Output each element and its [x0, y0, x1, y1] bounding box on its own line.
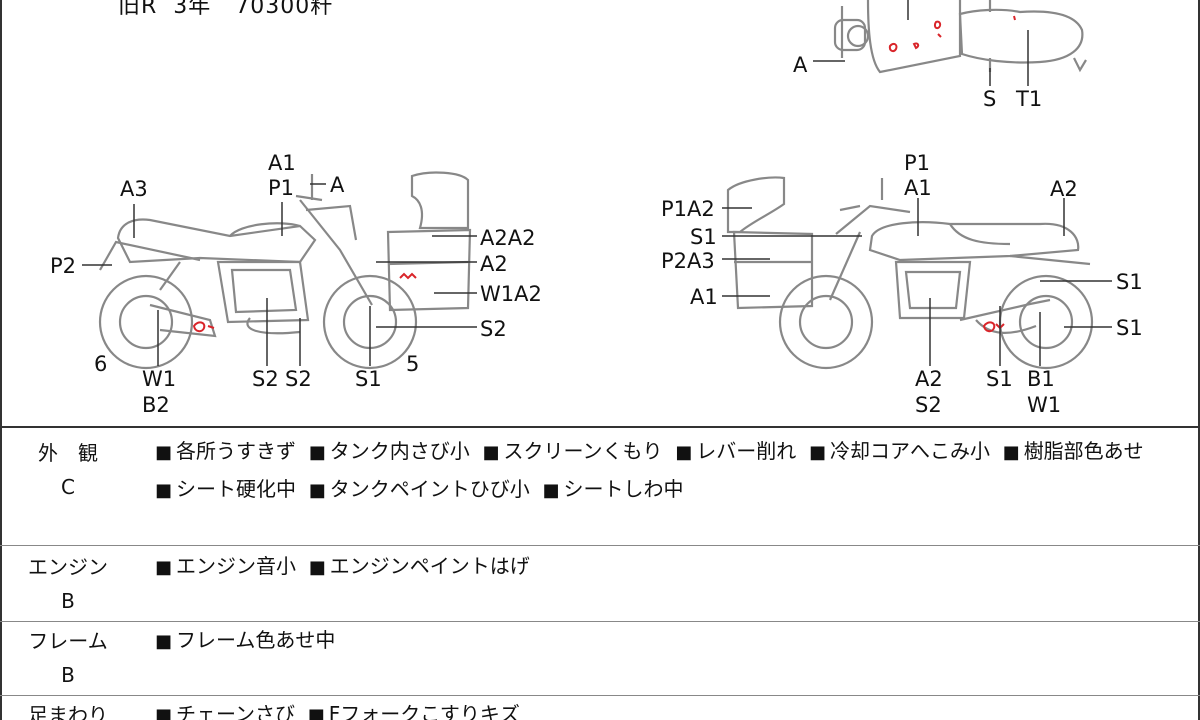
- left-side-leader-lines: [82, 183, 477, 366]
- left-label-w1: W1: [142, 367, 176, 391]
- left-side-motorcycle: [98, 171, 472, 370]
- engine-category: エンジン B: [18, 550, 118, 618]
- left-label-p1-top: P1: [268, 176, 294, 200]
- top-view-damage-marks: [888, 15, 1016, 53]
- exterior-category-label: 外 観: [38, 441, 98, 465]
- left-label-a3: A3: [120, 177, 148, 201]
- suspension-items: ■チェーンさび ■Fフォークこすりキズ: [155, 696, 1190, 720]
- engine-items: ■エンジン音小 ■エンジンペイントはげ: [155, 548, 1190, 586]
- left-label-b2: B2: [142, 393, 170, 417]
- section-divider: [0, 695, 1200, 696]
- exterior-item: ■スクリーンくもり: [482, 439, 663, 463]
- right-label-s1-lower: S1: [1116, 316, 1143, 340]
- exterior-item: ■樹脂部色あせ: [1002, 439, 1144, 463]
- right-label-s1-screen: S1: [690, 225, 717, 249]
- left-label-a2: A2: [480, 252, 508, 276]
- frame-items: ■フレーム色あせ中: [155, 622, 1190, 660]
- right-label-s1-exhaust: S1: [986, 367, 1013, 391]
- top-label-t1: T1: [1015, 87, 1042, 111]
- left-label-s1: S1: [355, 367, 382, 391]
- right-label-b1: B1: [1027, 367, 1055, 391]
- motorcycle-diagram: A S T1: [50, 0, 1143, 417]
- left-label-a-mirror: A: [330, 173, 345, 197]
- frame-right-border: [1198, 0, 1200, 720]
- section-divider: [0, 621, 1200, 622]
- exterior-item: ■シート硬化中: [155, 477, 297, 501]
- right-label-s2-engine: S2: [915, 393, 942, 417]
- diagram-divider: [0, 426, 1200, 428]
- engine-grade: B: [61, 589, 75, 613]
- right-label-w1: W1: [1027, 393, 1061, 417]
- exterior-grade: C: [61, 475, 75, 499]
- left-label-s2-front: S2: [480, 317, 507, 341]
- left-label-s2-engine: S2: [252, 367, 279, 391]
- exterior-item: ■レバー削れ: [675, 439, 797, 463]
- section-divider: [0, 545, 1200, 546]
- frame-left-border: [0, 0, 2, 720]
- right-label-a2-top: A2: [1050, 177, 1078, 201]
- exterior-item: ■タンクペイントひび小: [308, 477, 530, 501]
- right-side-leader-lines: [722, 198, 1112, 366]
- suspension-item: ■チェーンさび: [155, 702, 296, 720]
- engine-category-label: エンジン: [28, 555, 108, 579]
- header-note: 旧R 3年 70300粁: [118, 0, 334, 19]
- right-label-p2a3: P2A3: [661, 249, 715, 273]
- exterior-item: ■各所うすきず: [155, 439, 297, 463]
- left-label-s2-pipe: S2: [285, 367, 312, 391]
- right-label-a2-engine: A2: [915, 367, 943, 391]
- exterior-item: ■冷却コアへこみ小: [808, 439, 990, 463]
- top-view-motorcycle: [833, 0, 1087, 74]
- right-label-s1-upper: S1: [1116, 270, 1143, 294]
- exterior-items: ■各所うすきず ■タンク内さび小 ■スクリーンくもり ■レバー削れ ■冷却コアへ…: [155, 433, 1190, 509]
- right-label-a1-top: A1: [904, 176, 932, 200]
- left-side-damage-marks: [192, 272, 417, 333]
- left-label-p2: P2: [50, 254, 76, 278]
- frame-category: フレーム B: [18, 624, 118, 692]
- engine-item: ■エンジンペイントはげ: [308, 554, 530, 578]
- exterior-item: ■シートしわ中: [542, 477, 684, 501]
- top-view-leader-lines: [813, 0, 1029, 86]
- engine-item: ■エンジン音小: [155, 554, 297, 578]
- top-label-s: S: [983, 87, 996, 111]
- top-label-a: A: [793, 53, 808, 77]
- left-label-a1-top: A1: [268, 151, 296, 175]
- right-side-motorcycle: [726, 176, 1094, 370]
- right-label-a1-cowl: A1: [690, 285, 718, 309]
- suspension-category-label: 足まわり: [28, 703, 108, 720]
- suspension-category: 足まわり: [18, 698, 118, 720]
- frame-item: ■フレーム色あせ中: [155, 628, 336, 652]
- left-label-w1a2: W1A2: [480, 282, 542, 306]
- right-label-p1-top: P1: [904, 151, 930, 175]
- suspension-item: ■Fフォークこすりキズ: [307, 702, 520, 720]
- exterior-category: 外 観 C: [18, 436, 118, 504]
- left-label-6: 6: [94, 352, 107, 376]
- right-label-p1a2: P1A2: [661, 197, 715, 221]
- exterior-item: ■タンク内さび小: [308, 439, 470, 463]
- frame-category-label: フレーム: [28, 629, 108, 653]
- left-label-5: 5: [406, 352, 419, 376]
- frame-grade: B: [61, 663, 75, 687]
- left-label-a2a2: A2A2: [480, 226, 535, 250]
